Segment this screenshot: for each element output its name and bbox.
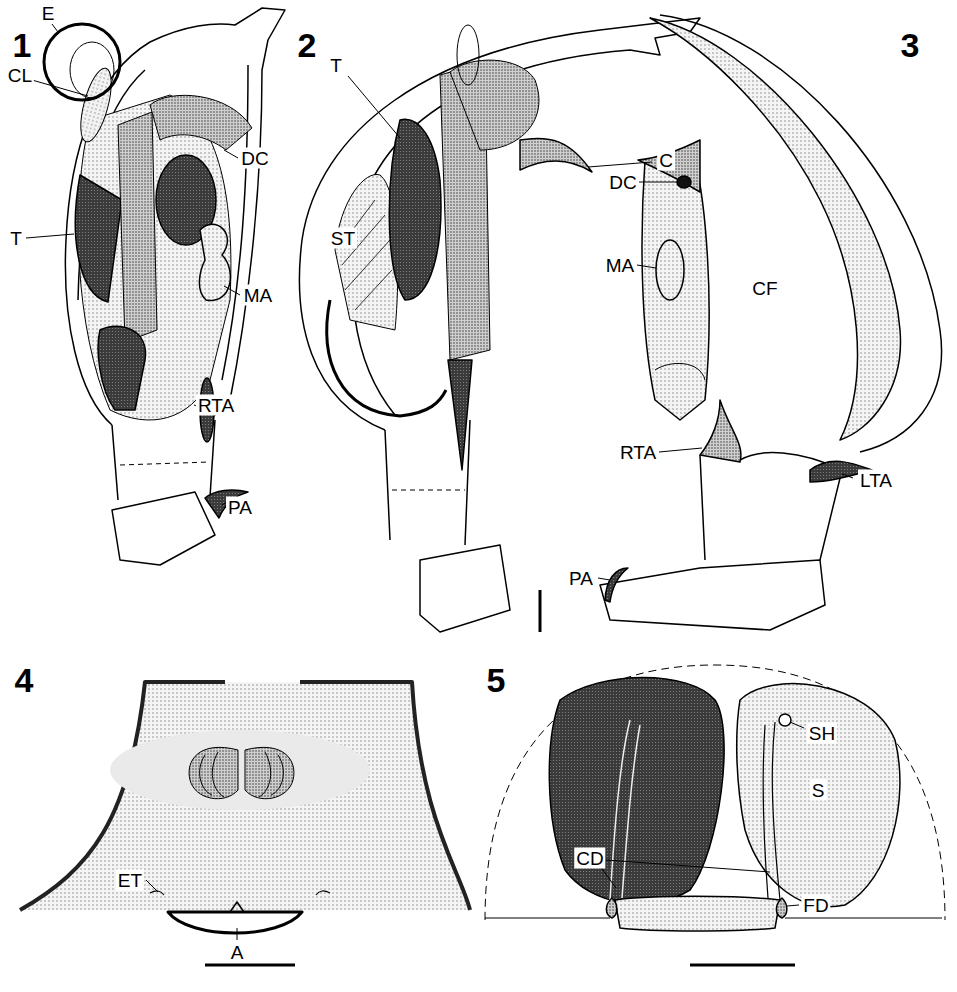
part-label: ET xyxy=(116,870,144,891)
part-label: RTA xyxy=(196,395,236,416)
figure-number: 5 xyxy=(485,662,508,698)
part-label: E xyxy=(40,2,57,23)
part-label: CL xyxy=(6,65,34,86)
part-label: MA xyxy=(242,285,275,306)
part-label: ST xyxy=(329,228,357,249)
part-label: CD xyxy=(574,848,605,869)
part-label: T xyxy=(328,55,344,76)
figure-number: 2 xyxy=(296,27,319,63)
part-label: PA xyxy=(226,497,254,518)
part-label: T xyxy=(8,228,24,249)
part-label: CF xyxy=(750,278,779,299)
part-label: SH xyxy=(807,723,837,744)
part-label: RTA xyxy=(618,442,658,463)
part-label: DC xyxy=(607,172,638,193)
part-label: C xyxy=(657,150,675,171)
part-label: DC xyxy=(239,148,270,169)
part-label: A xyxy=(229,942,246,963)
figure-number: 1 xyxy=(11,27,34,63)
part-label: FD xyxy=(801,895,830,916)
part-label: LTA xyxy=(858,470,894,491)
figure-number: 3 xyxy=(899,27,922,63)
figure-number: 4 xyxy=(13,662,36,698)
part-label: MA xyxy=(604,255,637,276)
part-label: PA xyxy=(567,568,595,589)
part-label: S xyxy=(810,780,827,801)
